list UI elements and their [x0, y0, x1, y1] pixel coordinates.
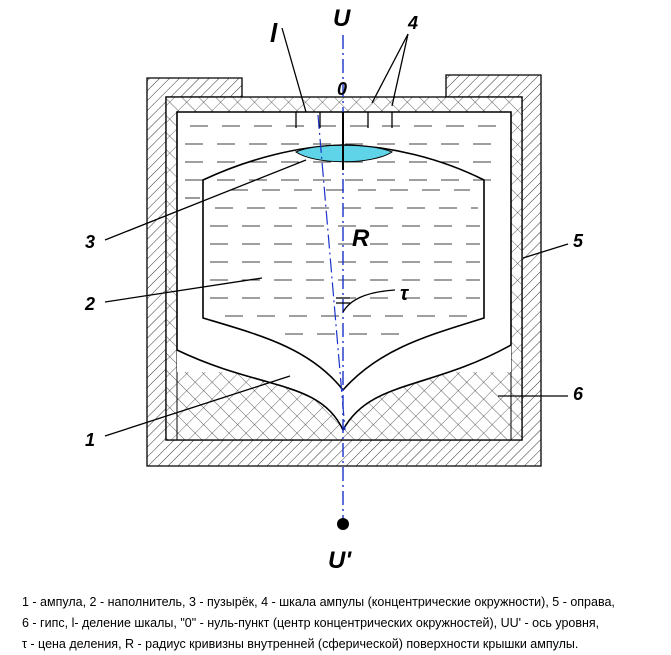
label-zero: 0: [337, 79, 347, 99]
label-ampoule: 1: [85, 430, 95, 450]
label-division: l: [270, 18, 278, 48]
label-scale: 4: [407, 13, 418, 33]
scale-ticks: [295, 112, 393, 128]
caption-line-1: 1 - ампула, 2 - наполнитель, 3 - пузырёк…: [22, 595, 615, 609]
label-bubble: 3: [85, 232, 95, 252]
label-radius: R: [352, 225, 370, 252]
label-axis-top: U: [333, 5, 351, 32]
label-tau: τ: [400, 283, 410, 305]
plaster-under-ampoule: [177, 345, 511, 440]
label-frame: 5: [573, 231, 584, 251]
tilted-axis: [317, 114, 346, 431]
leader-lines: [104, 27, 569, 437]
label-filler: 2: [84, 294, 95, 314]
caption-line-2: 6 - гипс, l- деление шкалы, "0" - нуль-п…: [22, 616, 600, 630]
caption-line-3: τ - цена деления, R - радиус кривизны вн…: [22, 637, 579, 651]
label-plaster: 6: [573, 384, 584, 404]
label-axis-bottom: U': [328, 547, 352, 574]
radius-marker: [336, 289, 396, 313]
axis-end-point: [337, 518, 349, 530]
figure-caption: 1 - ампула, 2 - наполнитель, 3 - пузырёк…: [22, 592, 662, 655]
